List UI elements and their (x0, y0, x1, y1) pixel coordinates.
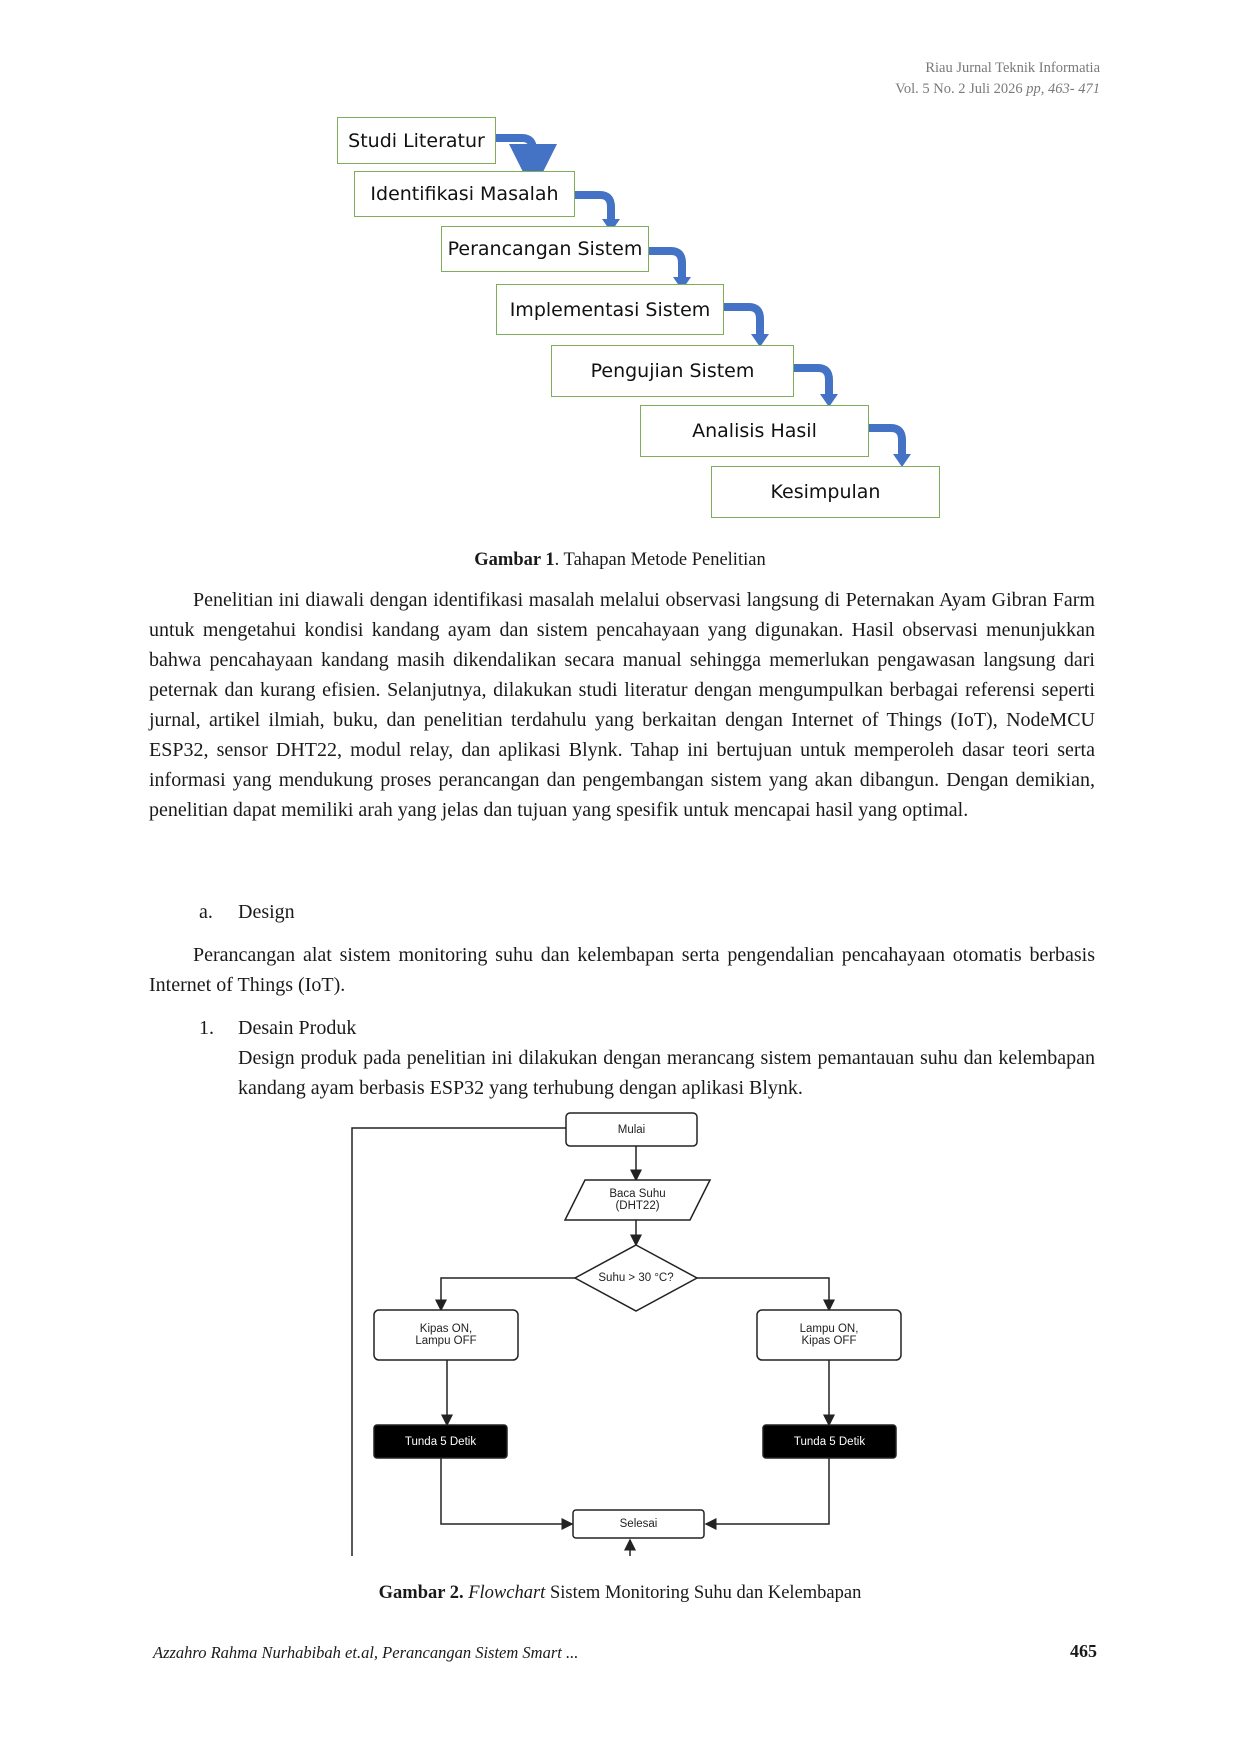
input-label-line1: Baca Suhu (609, 1188, 666, 1200)
left-action-line1: Kipas ON, (419, 1323, 473, 1335)
stage-implementasi-sistem: Implementasi Sistem (496, 284, 724, 335)
stage-arrowhead-4 (751, 334, 769, 347)
list-a-label: Design (238, 901, 295, 923)
flow-decision-left (435, 1277, 580, 1312)
stage-arrow-3 (648, 247, 686, 280)
figure2-caption-italic: Flowchart (468, 1583, 546, 1603)
paragraph-1: Penelitian ini diawali dengan identifika… (149, 589, 1095, 821)
right-action-line1: Lampu ON, (799, 1323, 859, 1335)
journal-header: Riau Jurnal Teknik Informatia Vol. 5 No.… (895, 58, 1100, 100)
list-1-label: Desain Produk (238, 1017, 357, 1039)
footer-authors: Azzahro Rahma Nurhabibah et.al, Perancan… (153, 1643, 579, 1662)
journal-volume: Vol. 5 No. 2 Juli 2026 pp, 463- 471 (895, 79, 1100, 100)
end-label: Selesai (619, 1518, 658, 1530)
start-label: Mulai (617, 1124, 646, 1136)
list-a-marker: a. (199, 901, 213, 923)
stage-arrow-4 (722, 303, 764, 337)
figure1-caption-label: Gambar 1 (474, 550, 555, 570)
left-delay-label: Tunda 5 Detik (404, 1436, 477, 1448)
decision-label: Suhu > 30 °C? (598, 1272, 674, 1284)
left-action-label: Kipas ON, Lampu OFF (374, 1323, 518, 1347)
stage-kesimpulan: Kesimpulan (711, 466, 940, 518)
loop-line (351, 1127, 566, 1556)
list-1-marker: 1. (199, 1017, 214, 1039)
stage-pengujian-sistem: Pengujian Sistem (551, 345, 794, 397)
stage-arrowhead-3 (673, 277, 691, 290)
stage-identifikasi-masalah: Identifikasi Masalah (354, 171, 575, 217)
flow-right-delay-to-end (704, 1458, 830, 1530)
list-item-a: a. Design (199, 897, 295, 927)
stage-arrow-6 (868, 424, 906, 457)
right-action-node (756, 1309, 902, 1361)
end-node (572, 1509, 705, 1539)
stage-analisis-hasil: Analisis Hasil (640, 405, 869, 457)
start-node (565, 1112, 698, 1147)
stage-arrow-5 (793, 364, 833, 397)
input-label: Baca Suhu (DHT22) (580, 1188, 695, 1212)
stage-studi-literatur: Studi Literatur (337, 117, 496, 164)
stage-arrowhead-2 (602, 219, 620, 232)
right-action-line2: Kipas OFF (801, 1335, 857, 1347)
left-action-line2: Lampu OFF (415, 1335, 477, 1347)
stage-arrow-1 (494, 134, 557, 192)
flow-left-delay-to-end (440, 1458, 574, 1530)
list-item-1: 1. Desain Produk (199, 1013, 356, 1043)
left-action-node (373, 1309, 519, 1361)
stage-perancangan-sistem: Perancangan Sistem (441, 226, 649, 272)
decision-node (573, 1244, 699, 1312)
input-node (563, 1179, 712, 1221)
stage-arrow-2 (574, 191, 615, 222)
right-delay-label: Tunda 5 Detik (793, 1436, 866, 1448)
volume-text: Vol. 5 No. 2 Juli 2026 (895, 81, 1023, 97)
journal-name: Riau Jurnal Teknik Informatia (925, 60, 1100, 76)
figure1-caption-text: . Tahapan Metode Penelitian (554, 550, 766, 570)
page-number: 465 (1070, 1641, 1097, 1661)
flow-decision-right (692, 1277, 835, 1312)
paragraph-2: Perancangan alat sistem monitoring suhu … (149, 944, 1095, 996)
figure2-caption: Gambar 2. Flowchart Sistem Monitoring Su… (0, 1583, 1240, 1604)
figure2-caption-text: Sistem Monitoring Suhu dan Kelembapan (545, 1583, 862, 1603)
input-label-line2: (DHT22) (615, 1200, 660, 1212)
page-range: pp, 463- 471 (1026, 81, 1100, 97)
stage-arrowhead-6 (893, 454, 911, 467)
stage-arrowhead-5 (820, 394, 838, 407)
right-delay-node (762, 1424, 897, 1459)
paragraph-3: Design produk pada penelitian ini dilaku… (238, 1047, 1095, 1099)
figure2-caption-label: Gambar 2. (378, 1583, 464, 1603)
figure2-flowchart (351, 1112, 902, 1556)
figure1-caption: Gambar 1. Tahapan Metode Penelitian (0, 550, 1240, 571)
left-delay-node (373, 1424, 508, 1459)
right-action-label: Lampu ON, Kipas OFF (757, 1323, 901, 1347)
